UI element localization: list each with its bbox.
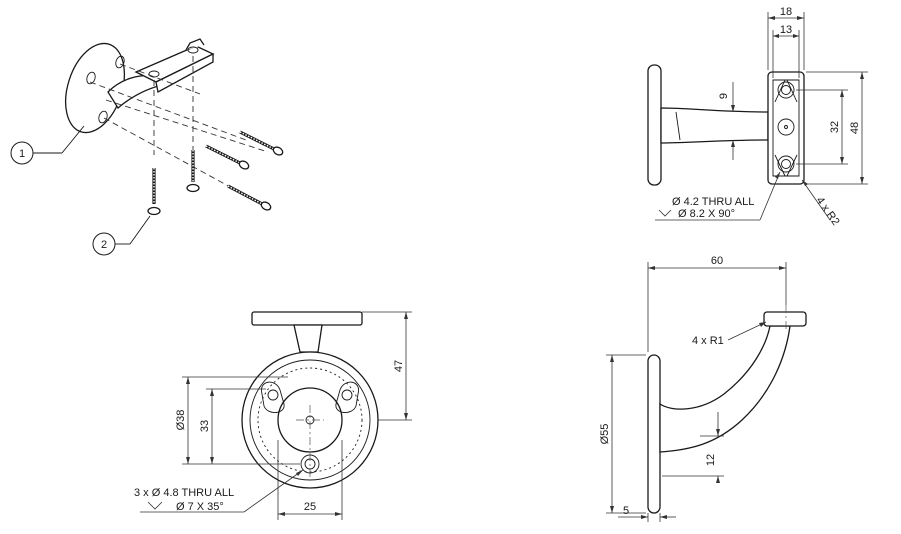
screw-3 xyxy=(227,184,272,211)
screw-1 xyxy=(239,130,284,156)
top-hole-note-line2: Ø 8.2 X 90° xyxy=(678,208,735,220)
balloon-2-label: 2 xyxy=(101,239,107,251)
side-view-arm xyxy=(659,325,791,453)
side-radius-note: 4 x R1 xyxy=(692,335,724,347)
top-view-flange xyxy=(647,64,662,186)
dim-9: 9 xyxy=(718,93,730,99)
dim-13: 13 xyxy=(780,24,792,36)
dim-5: 5 xyxy=(623,505,629,517)
screw-4 xyxy=(147,168,161,216)
dim-12: 12 xyxy=(705,454,717,466)
dim-32: 32 xyxy=(829,121,841,133)
front-view: 47 Ø38 33 25 3 x Ø 4.8 THRU ALL Ø 7 X 35… xyxy=(134,311,412,520)
front-hole-note-line2: Ø 7 X 35° xyxy=(176,501,224,513)
top-radius-note: 4 x R2 xyxy=(814,195,842,228)
top-view-saddle xyxy=(767,71,805,185)
top-view: 18 13 9 32 48 4 x R2 Ø 4.2 THRU ALL Ø xyxy=(647,6,868,228)
front-view-saddle xyxy=(251,311,363,326)
dim-47: 47 xyxy=(393,360,405,372)
side-view: 60 4 x R1 Ø55 12 5 xyxy=(599,255,807,522)
balloon-1: 1 xyxy=(10,125,85,165)
dim-dia38: Ø38 xyxy=(175,410,187,431)
dim-33: 33 xyxy=(199,420,211,432)
front-hole-note-line1: 3 x Ø 4.8 THRU ALL xyxy=(134,487,234,499)
side-view-plate xyxy=(647,354,661,514)
balloon-2: 2 xyxy=(92,215,151,256)
screw-2 xyxy=(205,144,250,170)
screw-5 xyxy=(186,150,200,193)
dim-48: 48 xyxy=(849,122,861,134)
dim-60: 60 xyxy=(711,255,723,267)
balloon-1-label: 1 xyxy=(19,148,25,160)
dim-25: 25 xyxy=(304,501,316,513)
top-hole-note-line1: Ø 4.2 THRU ALL xyxy=(672,196,754,208)
dim-dia55: Ø55 xyxy=(599,424,611,445)
isometric-exploded-view: 1 2 xyxy=(10,38,284,256)
dim-18: 18 xyxy=(780,6,792,18)
